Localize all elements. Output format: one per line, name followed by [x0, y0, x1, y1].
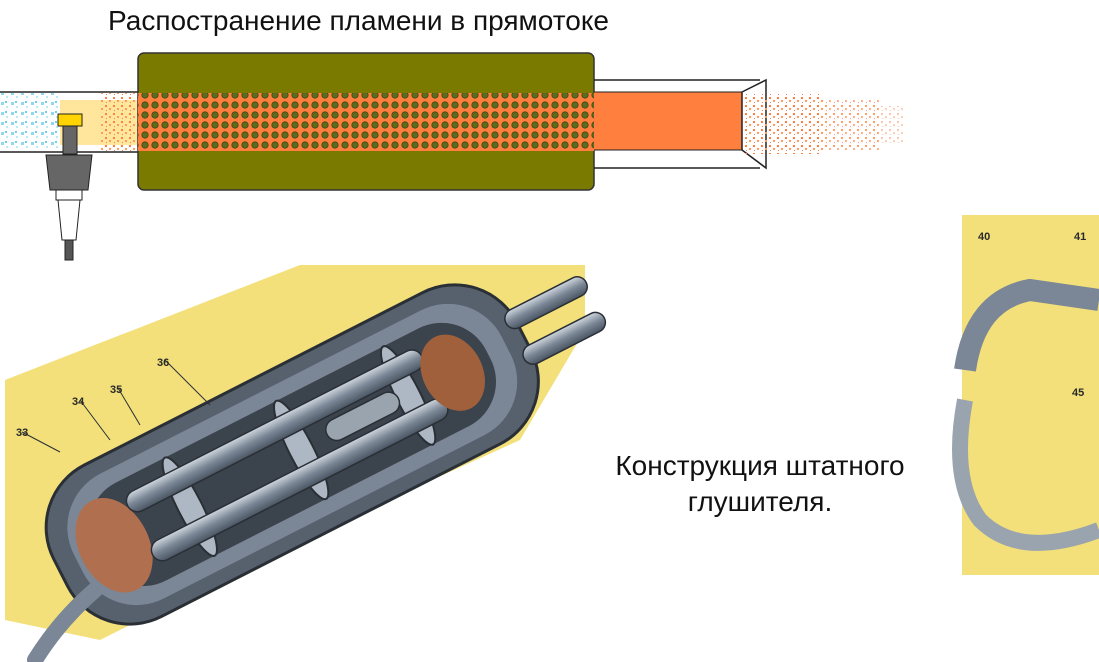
inlet-pipe	[0, 91, 140, 153]
part-label: 36	[157, 357, 169, 369]
part-label: 40	[978, 231, 990, 243]
part-label: 45	[1072, 387, 1084, 399]
part-label: 35	[110, 384, 122, 396]
caption-line-1: Конструкция штатного	[615, 450, 905, 481]
spark-plug-icon	[45, 113, 93, 261]
diagram-title: Распостранение пламени в прямотоке	[108, 5, 609, 36]
outlet-pipe	[594, 78, 767, 170]
part-label: 41	[1074, 231, 1086, 243]
part-label: 33	[16, 427, 28, 439]
exhaust-pipe-partial-illustration: 40 41 45	[952, 215, 1099, 575]
straight-through-muffler	[137, 52, 595, 191]
caption-line-2: глушителя.	[687, 486, 833, 517]
muffler-caption: Конструкция штатного глушителя.	[560, 448, 960, 520]
stock-muffler-cutaway: 33 34 35 36	[5, 265, 607, 662]
part-label: 34	[72, 396, 85, 408]
flame-exhaust	[745, 94, 905, 154]
